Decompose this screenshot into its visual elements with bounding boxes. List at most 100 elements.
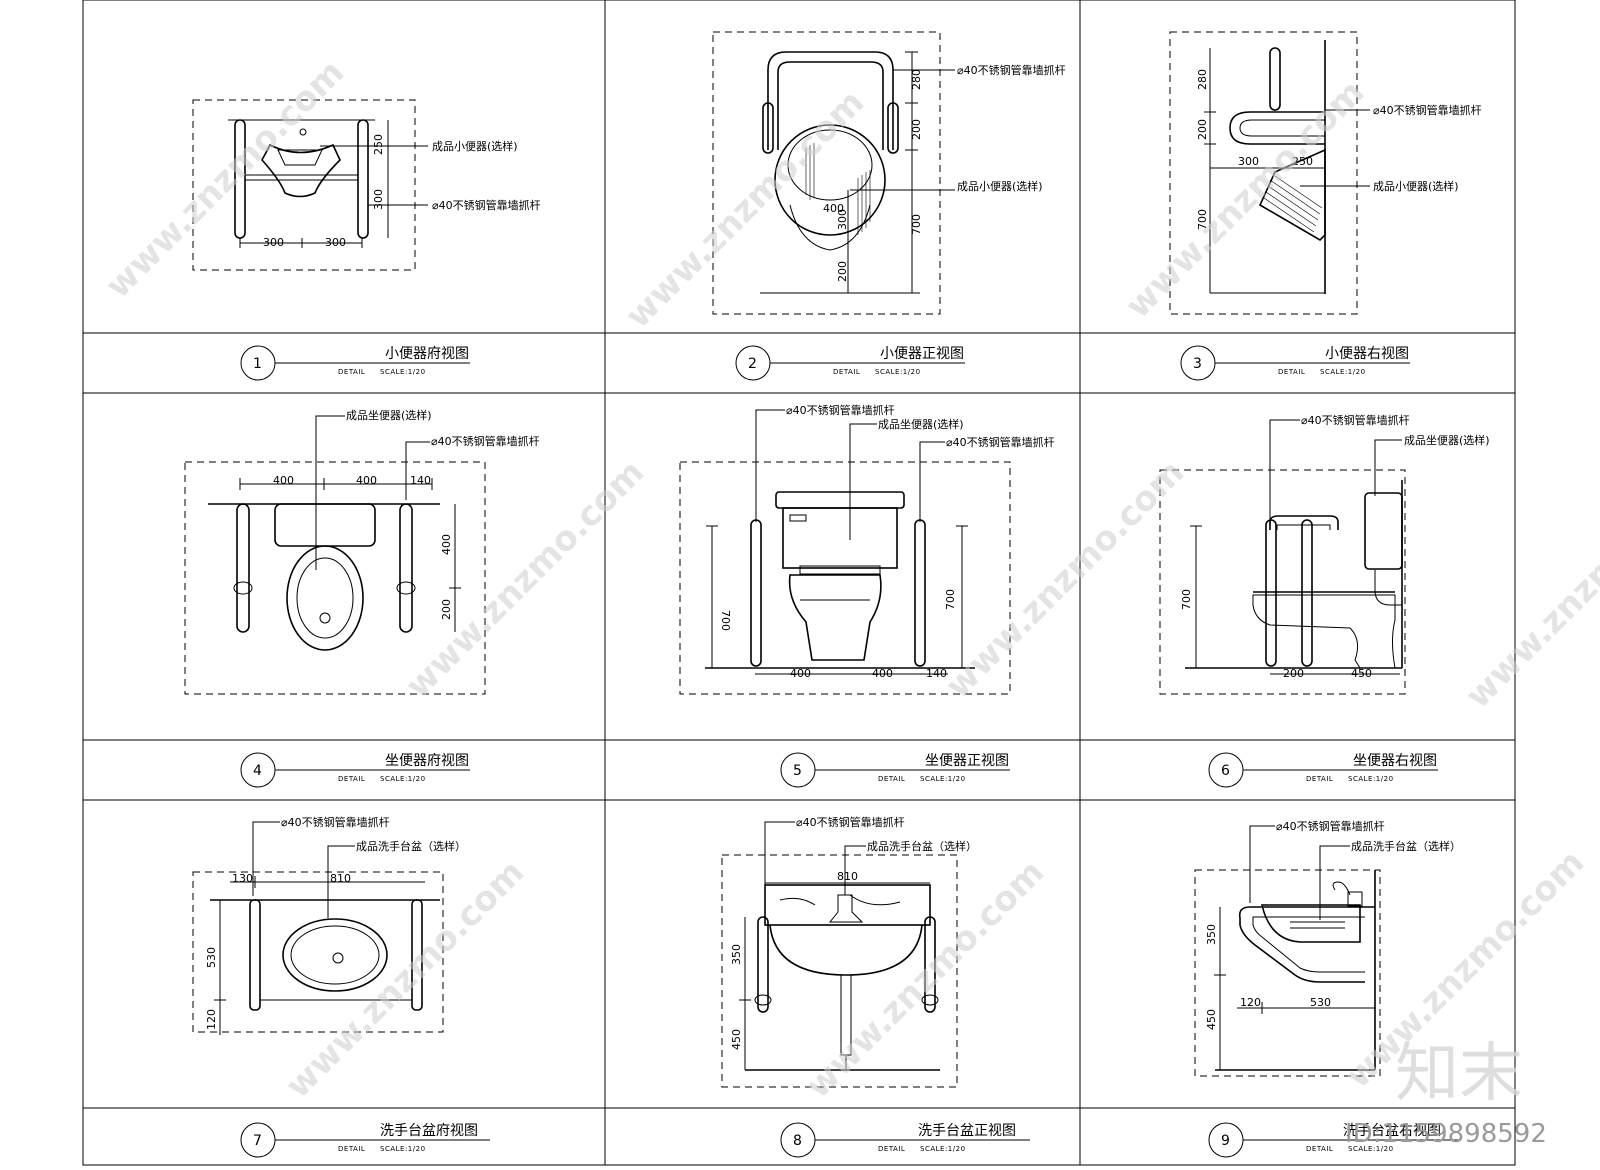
scale-label: SCALE:1/20 [920, 775, 966, 783]
dim-text: 350 [730, 944, 743, 965]
brand-watermark: 知末 [1395, 1037, 1523, 1111]
dim-text: 300 [372, 189, 385, 210]
dim-text: 300 [836, 209, 849, 230]
dim-text: 700 [1196, 209, 1209, 230]
dim-text: 300 [1238, 155, 1259, 168]
sheet-grid [82, 0, 1516, 1166]
leader-note: ⌀40不锈钢管靠墙抓杆 [786, 403, 895, 417]
watermark-text: www.znzmo.com [938, 452, 1192, 706]
dim-text: 810 [330, 872, 351, 885]
panel-1-urinal-top-view: 300 300 250 300 成品小便器(选样) ⌀40不锈钢管靠墙抓杆 [192, 99, 541, 271]
title-block-4: 4 坐便器府视图 DETAIL SCALE:1/20 [240, 752, 470, 788]
dim-text: 530 [205, 947, 218, 968]
detail-title: 洗手台盆正视图 [918, 1123, 1016, 1139]
scale-label: SCALE:1/20 [1320, 368, 1366, 376]
dim-text: 300 [263, 236, 284, 249]
dim-text: 200 [1196, 119, 1209, 140]
dim-text: 450 [730, 1029, 743, 1050]
id-watermark: ID:1159898592 [1345, 1119, 1547, 1149]
panel-2-urinal-front-view: 280 200 700 400 300 200 ⌀40不锈钢管靠墙抓杆 成品小便… [712, 31, 1066, 315]
scale-label: SCALE:1/20 [380, 775, 426, 783]
title-block-9: 9 洗手台盆右视图 DETAIL SCALE:1/20 [1208, 1122, 1458, 1158]
detail-number: 4 [253, 763, 262, 779]
panel-7-basin-top-view: 130 810 530 120 ⌀40不锈钢管靠墙抓杆 成品洗手台盆（选样） [192, 815, 466, 1035]
dim-text: 700 [910, 214, 923, 235]
detail-label: DETAIL [878, 1145, 905, 1153]
dim-text: 350 [1205, 924, 1218, 945]
leader-note: 成品坐便器(选样) [346, 408, 432, 422]
detail-title: 洗手台盆右视图 [1343, 1123, 1441, 1139]
detail-label: DETAIL [878, 775, 905, 783]
dim-text: 400 [356, 474, 377, 487]
dim-text: 140 [410, 474, 431, 487]
dim-text: 810 [837, 870, 858, 883]
dim-text: 140 [926, 667, 947, 680]
detail-label: DETAIL [1278, 368, 1305, 376]
leader-note: ⌀40不锈钢管靠墙抓杆 [431, 434, 540, 448]
hatching [805, 143, 871, 235]
dim-text: 300 [325, 236, 346, 249]
dim-text: 250 [372, 134, 385, 155]
scale-label: SCALE:1/20 [380, 368, 426, 376]
detail-number: 3 [1193, 356, 1202, 372]
detail-label: DETAIL [338, 775, 365, 783]
detail-number: 5 [793, 763, 802, 779]
dim-text: 200 [440, 599, 453, 620]
detail-number: 9 [1221, 1133, 1230, 1149]
scale-label: SCALE:1/20 [920, 1145, 966, 1153]
title-block-6: 6 坐便器右视图 DETAIL SCALE:1/20 [1208, 752, 1438, 788]
detail-number: 1 [253, 356, 262, 372]
detail-number: 7 [253, 1133, 262, 1149]
leader-note: 成品洗手台盆（选样） [867, 839, 977, 853]
detail-label: DETAIL [338, 1145, 365, 1153]
leader-note: ⌀40不锈钢管靠墙抓杆 [796, 815, 905, 829]
scale-label: SCALE:1/20 [380, 1145, 426, 1153]
leader-note: 成品小便器(选样) [432, 139, 518, 153]
panel-3-urinal-right-view: 280 200 300 250 700 ⌀40不锈钢管靠墙抓杆 成品小便器(选样… [1169, 31, 1482, 315]
leader-note: 成品小便器(选样) [1373, 179, 1459, 193]
leader-note: ⌀40不锈钢管靠墙抓杆 [432, 198, 541, 212]
dim-text: 120 [205, 1009, 218, 1030]
detail-label: DETAIL [338, 368, 365, 376]
scale-label: SCALE:1/20 [1348, 1145, 1394, 1153]
dim-text: 400 [872, 667, 893, 680]
detail-title: 洗手台盆府视图 [380, 1123, 478, 1139]
leader-note: ⌀40不锈钢管靠墙抓杆 [946, 435, 1055, 449]
dim-text: 400 [823, 202, 844, 215]
leader-note: 成品洗手台盆（选样） [1351, 839, 1461, 853]
dim-text: 200 [1283, 667, 1304, 680]
title-block-7: 7 洗手台盆府视图 DETAIL SCALE:1/20 [240, 1122, 490, 1158]
dim-text: 450 [1205, 1009, 1218, 1030]
scale-label: SCALE:1/20 [1348, 775, 1394, 783]
detail-title: 坐便器府视图 [385, 753, 469, 769]
panel-9-basin-right-view: 350 450 120 530 ⌀40不锈钢管靠墙抓杆 成品洗手台盆（选样） [1194, 819, 1461, 1077]
title-block-2: 2 小便器正视图 DETAIL SCALE:1/20 [735, 345, 965, 381]
dim-text: 250 [1292, 155, 1313, 168]
dim-text: 200 [836, 261, 849, 282]
detail-label: DETAIL [833, 368, 860, 376]
watermark-text: www.znzmo.com [398, 452, 652, 706]
leader-note: 成品洗手台盆（选样） [356, 839, 466, 853]
detail-title: 坐便器右视图 [1353, 753, 1437, 769]
leader-note: ⌀40不锈钢管靠墙抓杆 [957, 63, 1066, 77]
leader-note: 成品小便器(选样) [957, 179, 1043, 193]
watermark-text: www.znzmo.com [98, 52, 352, 306]
dim-text: 120 [1240, 996, 1261, 1009]
dim-text: 700 [944, 589, 957, 610]
detail-title: 小便器正视图 [880, 346, 964, 362]
leader-note: ⌀40不锈钢管靠墙抓杆 [281, 815, 390, 829]
detail-number: 2 [748, 356, 757, 372]
detail-label: DETAIL [1306, 775, 1333, 783]
dim-text: 200 [910, 119, 923, 140]
detail-number: 6 [1221, 763, 1230, 779]
dim-text: 130 [232, 872, 253, 885]
detail-title: 坐便器正视图 [925, 753, 1009, 769]
panel-5-toilet-front-view: 700 700 400 400 140 ⌀40不锈钢管靠墙抓杆 成品坐便器(选样… [679, 403, 1055, 695]
dim-text: 700 [1180, 589, 1193, 610]
panel-6-toilet-right-view: 700 200 450 ⌀40不锈钢管靠墙抓杆 成品坐便器(选样) [1159, 413, 1490, 695]
detail-title: 小便器右视图 [1325, 346, 1409, 362]
leader-note: ⌀40不锈钢管靠墙抓杆 [1373, 103, 1482, 117]
dim-text: 400 [440, 534, 453, 555]
watermark-text: www.znzmo.com [1118, 72, 1372, 326]
